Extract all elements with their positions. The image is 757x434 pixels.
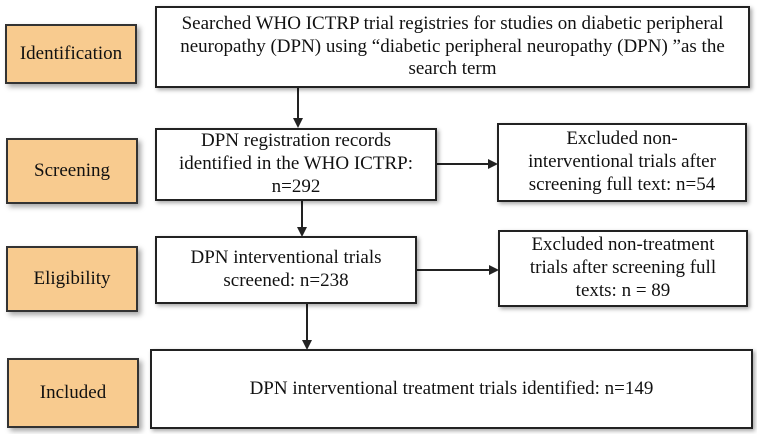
- interventional-box-text: DPN interventional trials screened: n=23…: [190, 247, 382, 291]
- excluded-nontreatment-text: Excluded non-treatment trials after scre…: [529, 234, 717, 301]
- excluded-noninterventional-box: Excluded non- interventional trials afte…: [497, 123, 747, 202]
- search-box-text: Searched WHO ICTRP trial registries for …: [180, 12, 725, 80]
- stage-eligibility: Eligibility: [6, 246, 138, 312]
- stage-included-label: Included: [39, 381, 107, 403]
- stage-eligibility-label: Eligibility: [33, 267, 111, 289]
- interventional-box: DPN interventional trials screened: n=23…: [155, 236, 417, 304]
- search-box: Searched WHO ICTRP trial registries for …: [155, 6, 750, 88]
- stage-screening: Screening: [6, 138, 138, 204]
- excluded-nontreatment-box: Excluded non-treatment trials after scre…: [498, 230, 748, 307]
- stage-included: Included: [7, 358, 139, 428]
- included-box-text: DPN interventional treatment trials iden…: [249, 377, 654, 399]
- excluded-noninterventional-text: Excluded non- interventional trials afte…: [528, 128, 716, 195]
- included-box: DPN interventional treatment trials iden…: [150, 349, 753, 429]
- records-box: DPN registration records identified in t…: [155, 128, 437, 201]
- stage-identification: Identification: [5, 24, 137, 84]
- stage-identification-label: Identification: [19, 42, 123, 64]
- records-box-text: DPN registration records identified in t…: [179, 130, 413, 197]
- stage-screening-label: Screening: [34, 159, 110, 181]
